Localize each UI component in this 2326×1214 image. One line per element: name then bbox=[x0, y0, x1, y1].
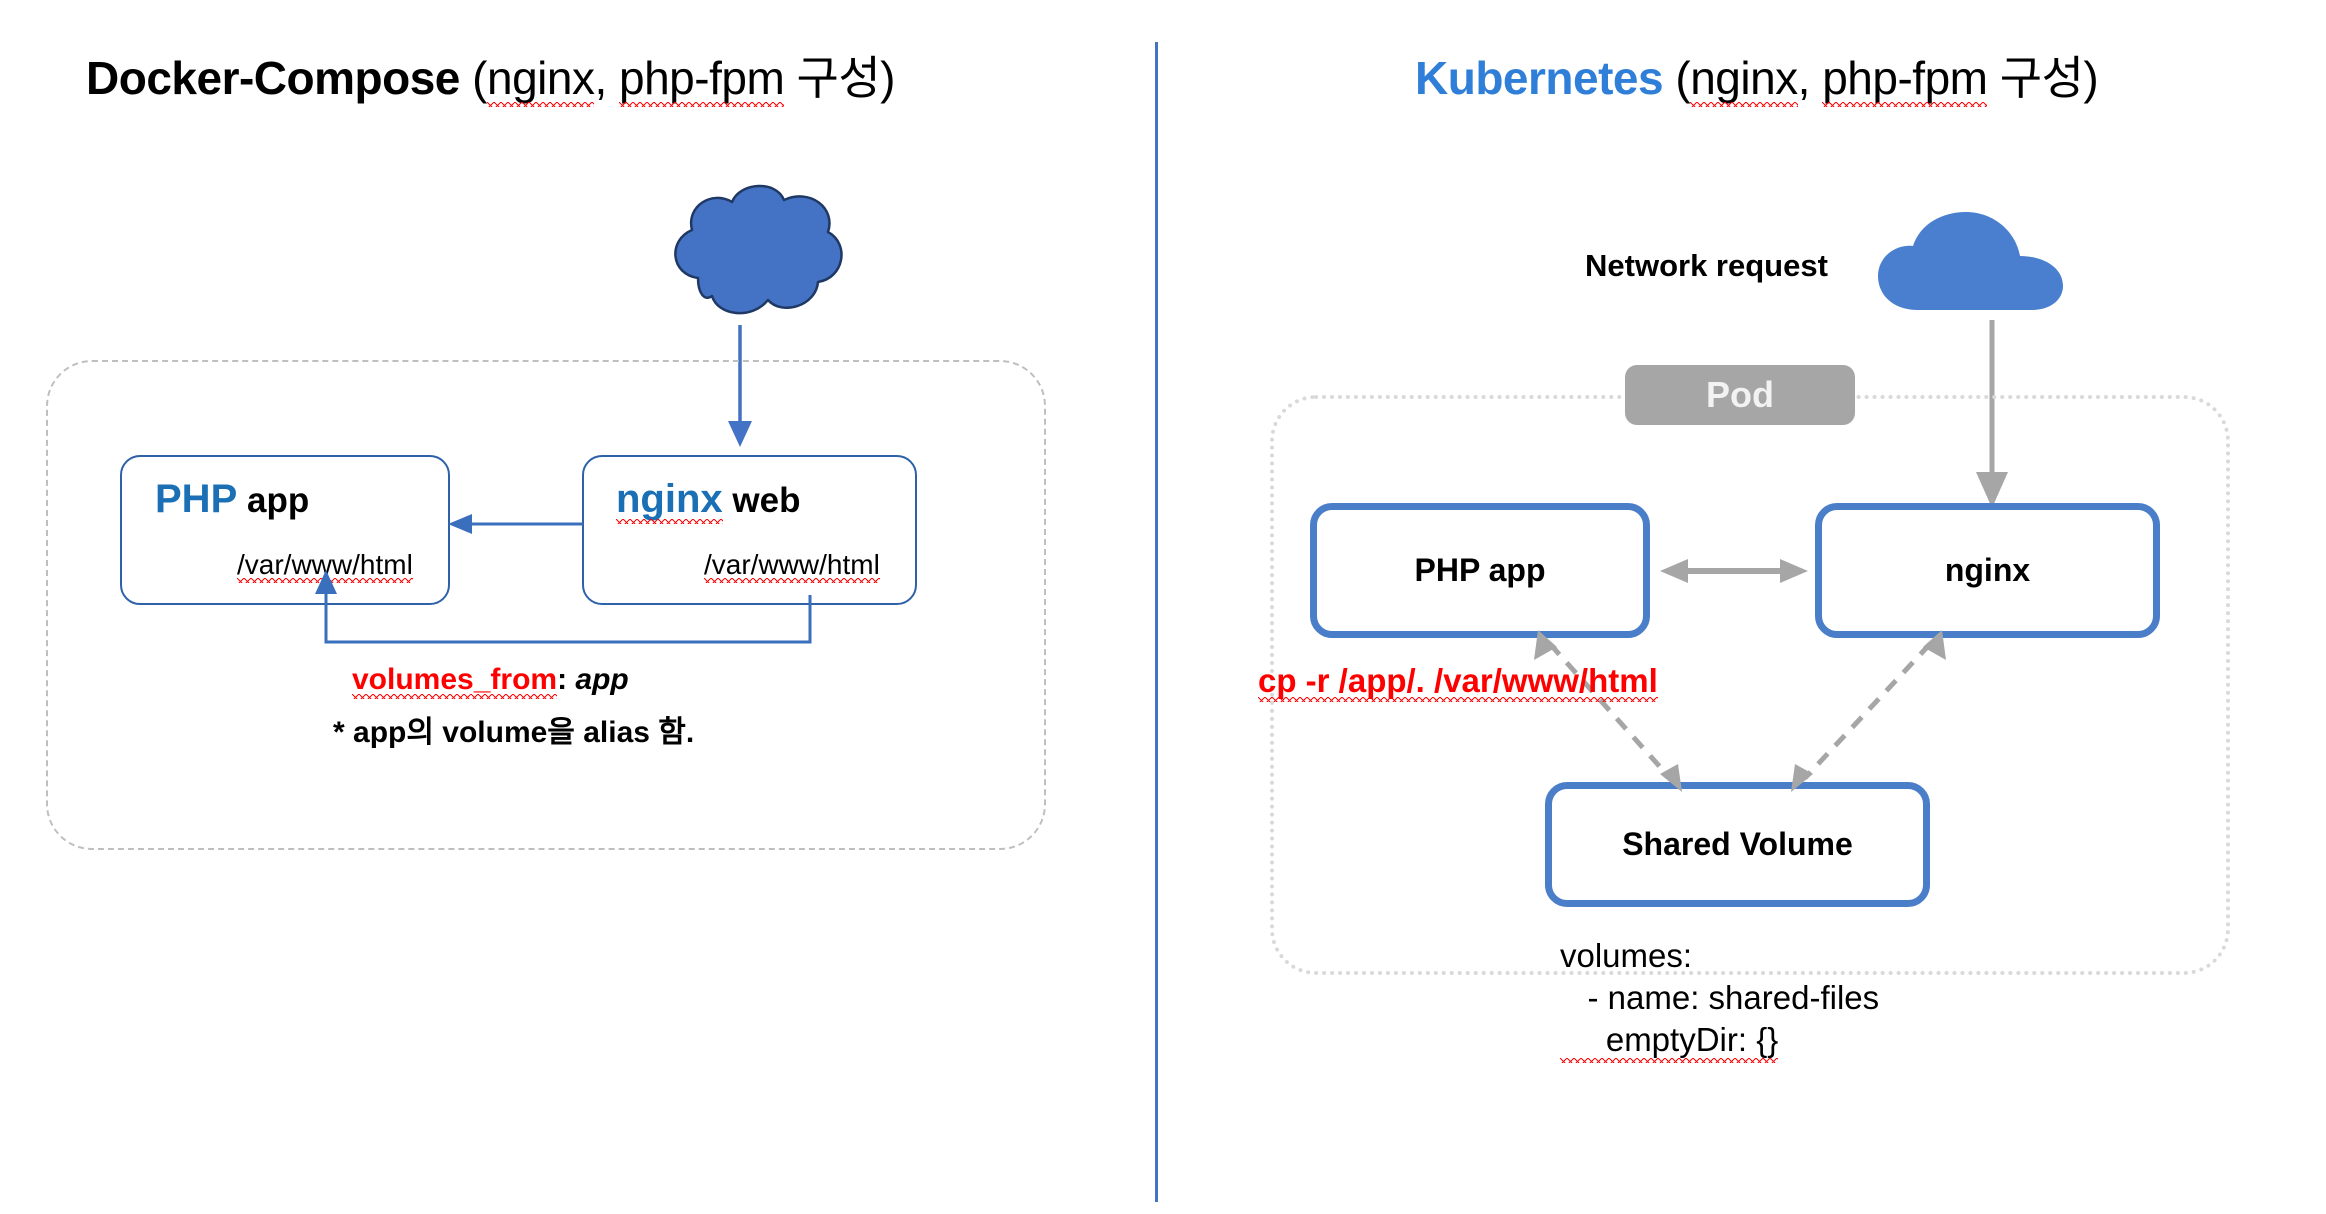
cp-command-note: cp -r /app/. /var/www/html bbox=[1258, 662, 1658, 702]
volumes-yaml-note: volumes: - name: shared-files emptyDir: … bbox=[1560, 935, 1880, 1063]
dashed-double-arrow-icon-php-volume bbox=[1530, 630, 1720, 795]
right-title-word-phpfpm: php-fpm bbox=[1822, 52, 1988, 107]
right-panel-title: Kubernetes (nginx, php-fpm 구성) bbox=[1415, 42, 2099, 108]
volumes-from-key: volumes_from bbox=[352, 663, 558, 699]
right-title-comma: , bbox=[1797, 52, 1823, 104]
panel-divider bbox=[1155, 42, 1158, 1202]
php-app-rest: app bbox=[237, 481, 310, 520]
k8s-nginx-box[interactable]: nginx bbox=[1815, 503, 2160, 638]
k8s-shared-volume-box[interactable]: Shared Volume bbox=[1545, 782, 1930, 907]
right-title-close: 구성) bbox=[1987, 52, 2099, 104]
left-panel-title: Docker-Compose (nginx, php-fpm 구성) bbox=[86, 42, 896, 108]
k8s-php-app-label: PHP app bbox=[1414, 552, 1546, 588]
left-title-bold: Docker-Compose bbox=[86, 52, 460, 104]
arrow-left-icon-nginx-to-php bbox=[448, 512, 588, 536]
pod-badge-label: Pod bbox=[1706, 374, 1774, 415]
k8s-php-app-box[interactable]: PHP app bbox=[1310, 503, 1650, 638]
double-arrow-icon-php-nginx bbox=[1660, 558, 1808, 584]
left-title-word-nginx: nginx bbox=[486, 52, 595, 107]
arrow-down-icon-left bbox=[725, 325, 755, 450]
nginx-web-path: /var/www/html bbox=[704, 549, 880, 583]
arrow-down-icon-right bbox=[1975, 320, 2009, 510]
yaml-line-2: - name: shared-files bbox=[1560, 979, 1880, 1016]
cloud-icon-left bbox=[660, 178, 850, 323]
docker-compose-container bbox=[46, 360, 1046, 850]
left-title-comma: , bbox=[594, 52, 620, 104]
left-title-open: ( bbox=[459, 52, 487, 104]
nginx-web-title: nginx web bbox=[616, 477, 801, 524]
yaml-line-1: volumes: bbox=[1560, 937, 1693, 974]
cloud-icon-right bbox=[1878, 212, 2063, 312]
k8s-nginx-label: nginx bbox=[1944, 552, 2031, 588]
php-app-accent: PHP bbox=[155, 477, 238, 521]
yaml-line-3: emptyDir: {} bbox=[1560, 1019, 1779, 1063]
dashed-double-arrow-icon-nginx-volume bbox=[1745, 630, 1950, 795]
left-title-word-phpfpm: php-fpm bbox=[619, 52, 785, 107]
k8s-shared-volume-label: Shared Volume bbox=[1622, 826, 1853, 862]
volumes-from-note: volumes_from: app bbox=[352, 663, 629, 699]
volumes-from-value: app bbox=[575, 663, 629, 696]
network-request-label: Network request bbox=[1585, 248, 1828, 283]
nginx-web-box[interactable]: nginx web /var/www/html bbox=[582, 455, 917, 605]
nginx-web-rest: web bbox=[722, 481, 801, 520]
nginx-web-accent: nginx bbox=[616, 477, 723, 524]
right-title-word-nginx: nginx bbox=[1690, 52, 1798, 107]
php-app-title: PHP app bbox=[155, 477, 309, 522]
right-title-open: ( bbox=[1663, 52, 1691, 104]
volumes-from-subnote: * app의 volume을 alias 함. bbox=[333, 716, 695, 749]
left-title-close: 구성) bbox=[784, 52, 896, 104]
pod-badge: Pod bbox=[1625, 365, 1855, 425]
volumes-from-colon: : bbox=[557, 663, 576, 696]
arrow-volume-alias bbox=[300, 570, 820, 660]
right-title-bold: Kubernetes bbox=[1415, 52, 1664, 104]
